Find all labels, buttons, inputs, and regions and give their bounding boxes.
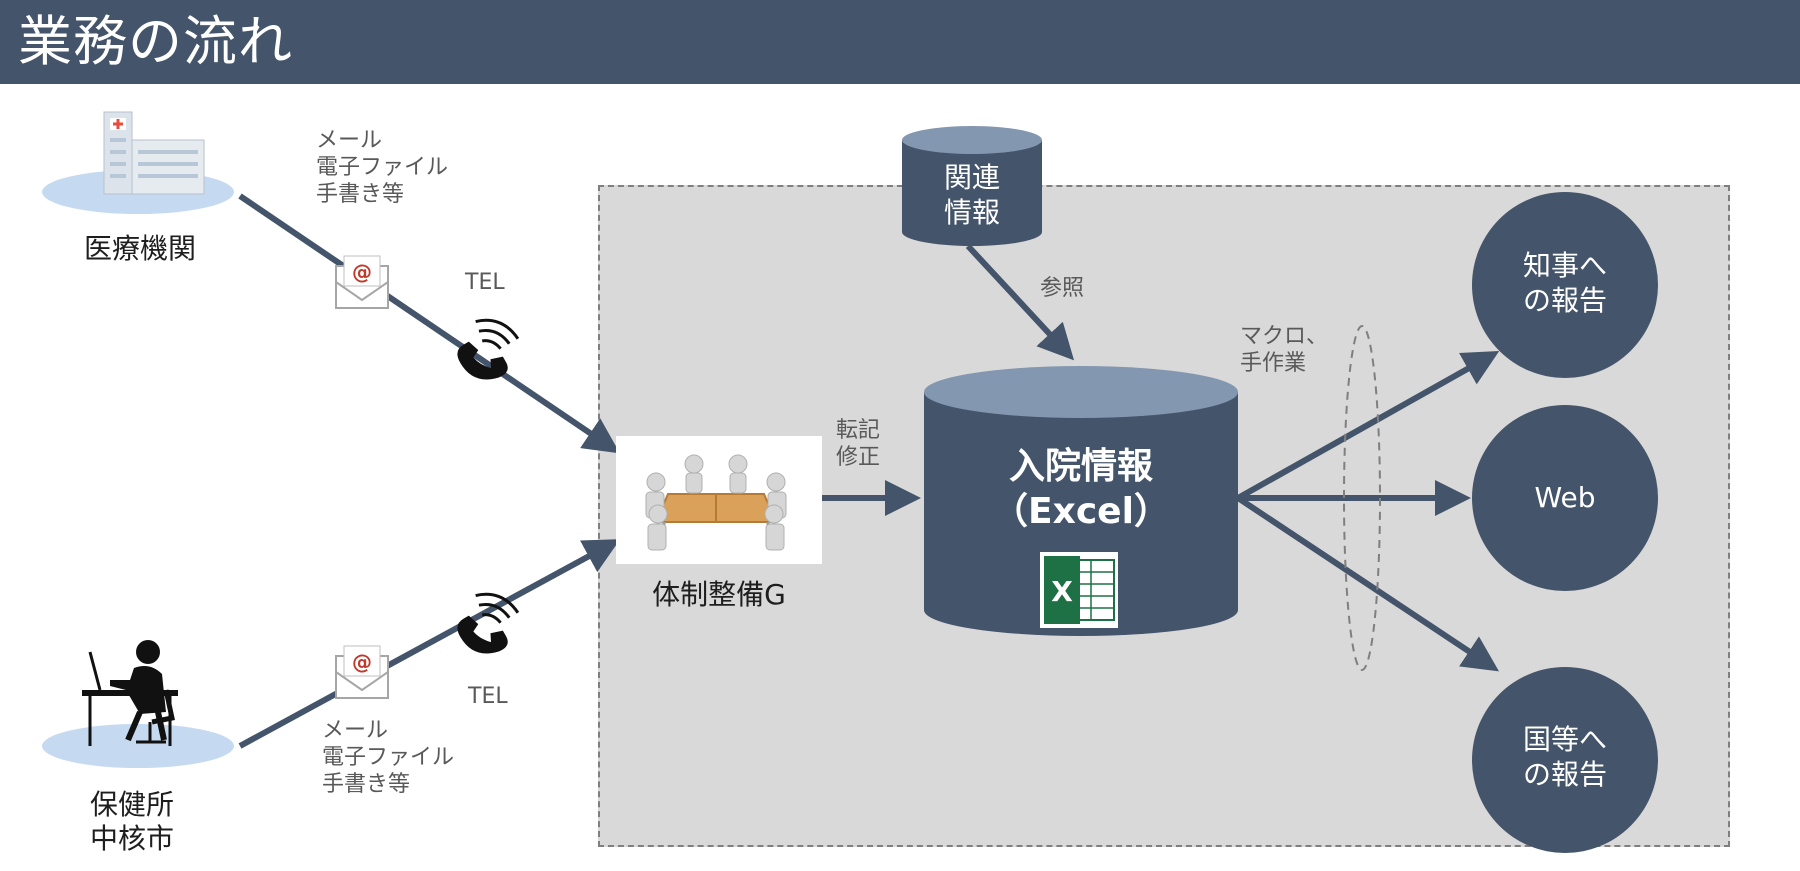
- transfer-label: 転記 修正: [836, 418, 881, 470]
- macro-label: マクロ、 手作業: [1240, 324, 1329, 376]
- main-db-label: 入院情報 （Excel）: [992, 446, 1170, 532]
- hospital-icon: [42, 111, 234, 214]
- arrow-main-db-to-governor: [1236, 351, 1500, 501]
- hospital-label: 医療機関: [84, 232, 197, 265]
- connectors: [238, 193, 1500, 749]
- related-info-cylinder: [902, 126, 1042, 246]
- team-label: 体制整備G: [652, 578, 786, 611]
- reference-label: 参照: [1040, 276, 1085, 301]
- page-title: 業務の流れ: [18, 10, 293, 73]
- mail-envelope-icon: @: [335, 645, 389, 699]
- national-report-label: 国等へ の報告: [1522, 723, 1607, 791]
- web-circle: [1472, 405, 1658, 591]
- web-label: Web: [1534, 481, 1596, 514]
- hospital-channels: メール 電子ファイル 手書き等: [316, 128, 449, 207]
- meeting-table-icon: [645, 454, 787, 551]
- arrow-related-to-main-db: [965, 243, 1075, 361]
- arrow-hospital-to-team: [238, 193, 620, 454]
- governor-report-label: 知事へ の報告: [1522, 249, 1607, 317]
- arrow-main-db-to-national: [1236, 495, 1499, 672]
- hospital-phone-label: TEL: [465, 270, 505, 295]
- telephone-icon: [457, 318, 520, 380]
- svg-text:@: @: [352, 650, 372, 674]
- svg-text:@: @: [352, 260, 372, 284]
- excel-icon: X: [1040, 552, 1118, 628]
- related-info-label: 関連 情報: [943, 161, 1000, 229]
- national-report-circle: [1472, 667, 1658, 853]
- person-at-desk-icon: [42, 640, 234, 768]
- health-center-phone-label: TEL: [468, 684, 508, 709]
- svg-text:X: X: [1051, 575, 1073, 608]
- health-center-label: 保健所 中核市: [90, 788, 175, 856]
- telephone-icon: [457, 592, 520, 654]
- governor-report-circle: [1472, 192, 1658, 378]
- macro-grouping-ellipse: [1343, 325, 1381, 671]
- health-center-channels: メール 電子ファイル 手書き等: [322, 718, 455, 797]
- mail-envelope-icon: @: [335, 255, 389, 309]
- title-bar: 業務の流れ: [0, 0, 1800, 84]
- arrow-health-center-to-team: [238, 539, 621, 749]
- meeting-image: [616, 436, 822, 564]
